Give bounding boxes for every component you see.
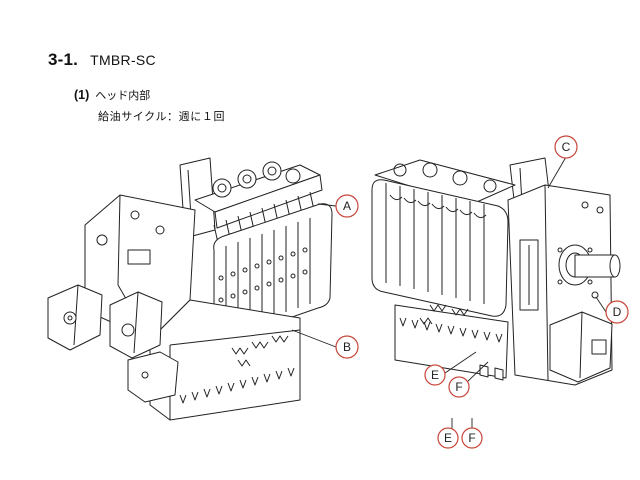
callout-f-lower-label: F — [468, 431, 475, 445]
callout-b: B — [335, 335, 359, 359]
subsection-number: (1) — [74, 88, 90, 102]
oiling-cycle-text: 給油サイクル：週に１回 — [98, 111, 226, 123]
callout-e-lower-label: E — [444, 431, 452, 445]
callout-a-label: A — [343, 199, 351, 213]
callouts: A B C D E F E — [335, 135, 629, 449]
section-number: 3-1. — [48, 50, 79, 69]
callout-f-label: F — [455, 380, 462, 394]
callout-a: A — [335, 194, 359, 218]
left-head-drawing — [47, 157, 333, 421]
callout-e: E — [424, 364, 446, 386]
section-heading: 3-1. TMBR-SC — [48, 50, 156, 70]
callout-d-label: D — [613, 305, 622, 319]
callout-c-label: C — [562, 140, 571, 154]
callout-f: F — [448, 376, 470, 398]
callout-e-label: E — [431, 368, 439, 382]
callout-b-label: B — [343, 340, 351, 354]
leader-lines — [291, 156, 607, 430]
subsection-heading: (1) ヘッド内部 — [74, 87, 150, 103]
callout-f-lower: F — [461, 427, 483, 449]
right-head-drawing — [371, 157, 621, 386]
callout-d: D — [605, 300, 629, 324]
callout-e-lower: E — [437, 427, 459, 449]
subsection-label: ヘッド内部 — [95, 90, 151, 102]
callout-c: C — [554, 135, 578, 159]
section-title: TMBR-SC — [90, 52, 156, 68]
